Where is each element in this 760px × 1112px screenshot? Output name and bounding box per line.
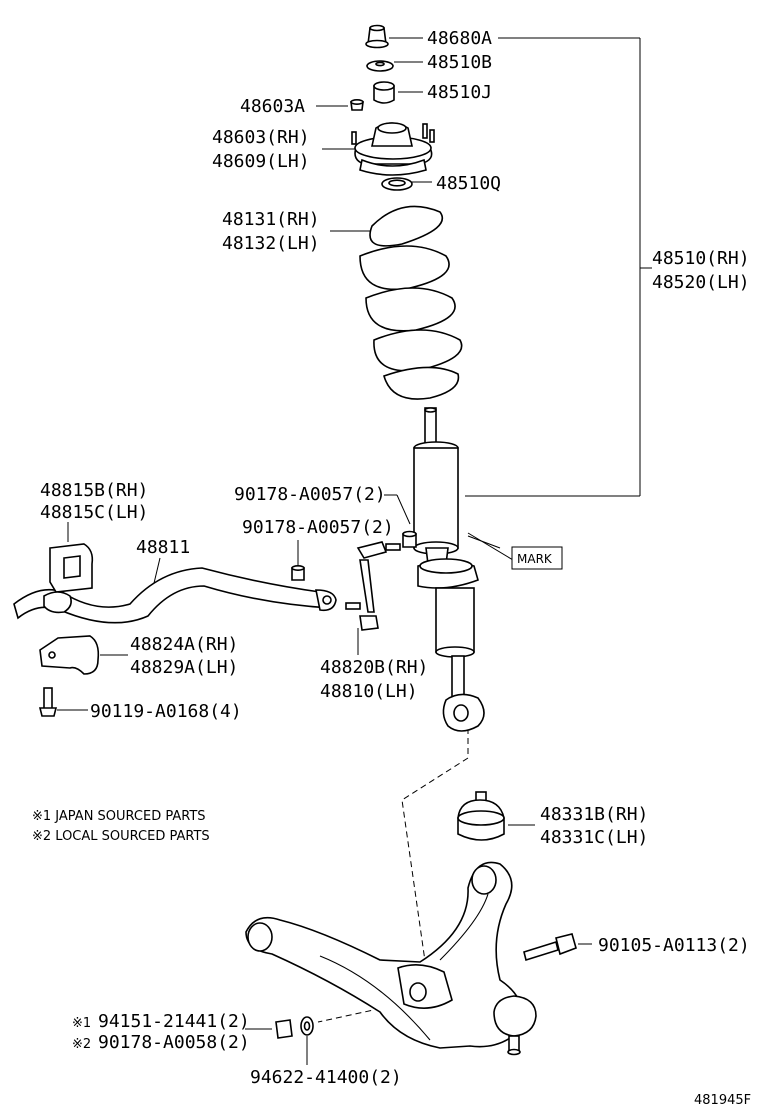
label-48331B-rh[interactable]: 48331B(RH)	[540, 804, 648, 825]
nut-94151	[275, 1019, 293, 1039]
dashed-alignment-lines	[317, 728, 469, 1023]
stabilizer-link-48820	[345, 541, 401, 631]
label-48510-rh[interactable]: 48510(RH)	[652, 248, 750, 269]
label-48824A-rh[interactable]: 48824A(RH)	[130, 634, 238, 655]
washer-94622	[300, 1016, 314, 1036]
note-japan-sourced: ※1 JAPAN SOURCED PARTS	[32, 809, 206, 824]
label-48510Q[interactable]: 48510Q	[436, 173, 501, 194]
bolt-90105	[523, 933, 577, 962]
nut-90178-lower	[291, 564, 305, 581]
local-sourced-symbol: ※2	[72, 1037, 91, 1052]
label-48609-lh[interactable]: 48609(LH)	[212, 151, 310, 172]
coil-spring-48131	[359, 205, 463, 400]
label-48510J[interactable]: 48510J	[427, 82, 492, 103]
label-90178-a0058[interactable]: 90178-A0058(2)	[98, 1032, 250, 1053]
label-48520-lh[interactable]: 48520(LH)	[652, 272, 750, 293]
bushing-bracket-48824	[39, 635, 100, 675]
leader-lines	[57, 37, 652, 1065]
bar-bushing-48815	[43, 543, 94, 614]
strut-mount-48603	[351, 122, 435, 176]
label-48829A-lh[interactable]: 48829A(LH)	[130, 657, 238, 678]
label-48510B[interactable]: 48510B	[427, 52, 492, 73]
bushing-48510J	[373, 81, 395, 104]
note-local-sourced: ※2 LOCAL SOURCED PARTS	[32, 829, 210, 844]
ball-joint	[493, 995, 537, 1056]
label-90178-a0057-lower[interactable]: 90178-A0057(2)	[242, 517, 394, 538]
label-48331C-lh[interactable]: 48331C(LH)	[540, 827, 648, 848]
label-90119-a0168[interactable]: 90119-A0168(4)	[90, 701, 242, 722]
label-48680A[interactable]: 48680A	[427, 28, 492, 49]
label-48820B-rh[interactable]: 48820B(RH)	[320, 657, 428, 678]
label-90105-a0113[interactable]: 90105-A0113(2)	[598, 935, 750, 956]
label-48603-rh[interactable]: 48603(RH)	[212, 127, 310, 148]
bolt-90119	[38, 687, 58, 717]
sourcing-notes: ※1 JAPAN SOURCED PARTS ※2 LOCAL SOURCED …	[32, 809, 210, 844]
label-94622-41400[interactable]: 94622-41400(2)	[250, 1067, 402, 1088]
label-48132-lh[interactable]: 48132(LH)	[222, 233, 320, 254]
mark-label-box: MARK	[511, 546, 563, 570]
label-48810-lh[interactable]: 48810(LH)	[320, 681, 418, 702]
lower-control-arm	[245, 861, 524, 1049]
upper-nut-48680A	[365, 24, 389, 49]
label-48131-rh[interactable]: 48131(RH)	[222, 209, 320, 230]
label-48811[interactable]: 48811	[136, 537, 190, 558]
shock-absorber-48510	[413, 407, 485, 732]
diagram-id: 481945F	[694, 1093, 751, 1108]
japan-sourced-symbol: ※1	[72, 1016, 91, 1031]
bumper-48331	[457, 791, 505, 841]
label-48603A[interactable]: 48603A	[240, 96, 305, 117]
mark-label: MARK	[517, 552, 553, 566]
stabilizer-bar-48811	[13, 567, 337, 624]
part-labels: 48680A 48510B 48510J 48603A 48603(RH) 48…	[40, 28, 750, 1088]
nut-48603A	[350, 99, 364, 111]
nut-90178-upper	[402, 530, 417, 548]
label-94151-21441[interactable]: 94151-21441(2)	[98, 1011, 250, 1032]
label-90178-a0057-upper[interactable]: 90178-A0057(2)	[234, 484, 386, 505]
washer-48510B	[366, 60, 394, 72]
label-48815C-lh[interactable]: 48815C(LH)	[40, 502, 148, 523]
label-48815B-rh[interactable]: 48815B(RH)	[40, 480, 148, 501]
spacer-48510Q	[381, 177, 413, 191]
